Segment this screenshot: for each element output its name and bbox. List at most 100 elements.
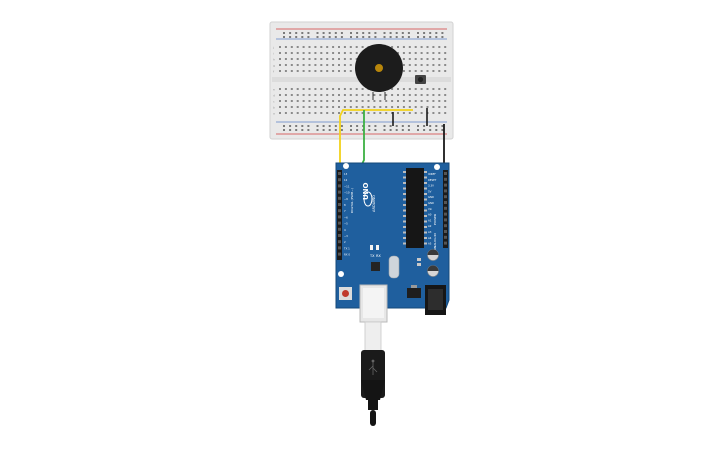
terminal-hole[interactable]: [444, 52, 447, 54]
rail-hole[interactable]: [435, 36, 438, 38]
terminal-hole[interactable]: [314, 52, 317, 54]
terminal-hole[interactable]: [402, 64, 405, 66]
rail-hole[interactable]: [283, 125, 285, 127]
power-analog-pin[interactable]: [444, 172, 447, 175]
terminal-hole[interactable]: [391, 100, 394, 102]
terminal-hole[interactable]: [279, 94, 281, 96]
terminal-hole[interactable]: [426, 58, 429, 60]
terminal-hole[interactable]: [408, 94, 411, 96]
terminal-hole[interactable]: [444, 88, 447, 90]
terminal-hole[interactable]: [391, 112, 394, 114]
terminal-hole[interactable]: [367, 100, 370, 102]
terminal-hole[interactable]: [296, 52, 299, 54]
rail-hole[interactable]: [407, 129, 410, 131]
rail-hole[interactable]: [401, 32, 404, 34]
terminal-hole[interactable]: [349, 94, 352, 96]
rail-hole[interactable]: [316, 32, 319, 34]
terminal-hole[interactable]: [279, 100, 281, 102]
rail-hole[interactable]: [283, 129, 285, 131]
terminal-hole[interactable]: [402, 106, 405, 108]
terminal-hole[interactable]: [367, 94, 370, 96]
terminal-hole[interactable]: [355, 100, 358, 102]
rail-hole[interactable]: [368, 125, 371, 127]
terminal-hole[interactable]: [349, 46, 352, 48]
terminal-hole[interactable]: [432, 70, 435, 72]
terminal-hole[interactable]: [296, 64, 299, 66]
terminal-hole[interactable]: [284, 58, 287, 60]
terminal-hole[interactable]: [320, 112, 323, 114]
terminal-hole[interactable]: [414, 64, 417, 66]
rail-hole[interactable]: [362, 32, 365, 34]
terminal-hole[interactable]: [332, 88, 335, 90]
terminal-hole[interactable]: [414, 52, 417, 54]
terminal-hole[interactable]: [444, 70, 447, 72]
terminal-hole[interactable]: [290, 112, 293, 114]
power-analog-pin[interactable]: [444, 230, 447, 233]
terminal-hole[interactable]: [355, 58, 358, 60]
power-analog-pin[interactable]: [444, 177, 447, 181]
terminal-hole[interactable]: [308, 94, 311, 96]
digital-pin[interactable]: [338, 227, 341, 231]
rail-hole[interactable]: [356, 36, 359, 38]
rail-hole[interactable]: [435, 129, 438, 131]
rail-hole[interactable]: [340, 129, 343, 131]
terminal-hole[interactable]: [391, 46, 394, 48]
terminal-hole[interactable]: [332, 94, 335, 96]
terminal-hole[interactable]: [343, 94, 346, 96]
terminal-hole[interactable]: [438, 46, 441, 48]
terminal-hole[interactable]: [349, 70, 352, 72]
terminal-hole[interactable]: [284, 64, 287, 66]
terminal-hole[interactable]: [320, 70, 323, 72]
terminal-hole[interactable]: [279, 58, 281, 60]
terminal-hole[interactable]: [349, 52, 352, 54]
terminal-hole[interactable]: [326, 52, 329, 54]
terminal-hole[interactable]: [397, 52, 399, 54]
terminal-hole[interactable]: [302, 106, 305, 108]
terminal-hole[interactable]: [444, 94, 447, 96]
terminal-hole[interactable]: [343, 106, 346, 108]
terminal-hole[interactable]: [308, 106, 311, 108]
terminal-hole[interactable]: [343, 112, 346, 114]
terminal-hole[interactable]: [379, 94, 382, 96]
terminal-hole[interactable]: [326, 70, 329, 72]
rail-hole[interactable]: [417, 36, 419, 38]
terminal-hole[interactable]: [444, 64, 447, 66]
terminal-hole[interactable]: [338, 112, 340, 114]
terminal-hole[interactable]: [426, 88, 429, 90]
terminal-hole[interactable]: [414, 70, 417, 72]
rail-hole[interactable]: [395, 129, 398, 131]
terminal-hole[interactable]: [308, 70, 311, 72]
terminal-hole[interactable]: [284, 100, 287, 102]
rail-hole[interactable]: [401, 129, 404, 131]
rail-hole[interactable]: [328, 36, 331, 38]
terminal-hole[interactable]: [438, 88, 441, 90]
rail-hole[interactable]: [429, 36, 432, 38]
rail-hole[interactable]: [374, 125, 377, 127]
rail-hole[interactable]: [429, 32, 432, 34]
rail-hole[interactable]: [340, 32, 343, 34]
terminal-hole[interactable]: [367, 112, 370, 114]
terminal-hole[interactable]: [338, 88, 340, 90]
terminal-hole[interactable]: [332, 64, 335, 66]
terminal-hole[interactable]: [402, 58, 405, 60]
rail-hole[interactable]: [316, 36, 319, 38]
terminal-hole[interactable]: [284, 52, 287, 54]
terminal-hole[interactable]: [320, 100, 323, 102]
terminal-hole[interactable]: [296, 106, 299, 108]
terminal-hole[interactable]: [338, 70, 340, 72]
terminal-hole[interactable]: [343, 58, 346, 60]
terminal-hole[interactable]: [397, 106, 399, 108]
terminal-hole[interactable]: [385, 112, 388, 114]
terminal-hole[interactable]: [284, 106, 287, 108]
terminal-hole[interactable]: [290, 58, 293, 60]
terminal-hole[interactable]: [432, 112, 435, 114]
rail-hole[interactable]: [368, 32, 371, 34]
terminal-hole[interactable]: [290, 94, 293, 96]
terminal-hole[interactable]: [314, 58, 317, 60]
rail-hole[interactable]: [401, 125, 404, 127]
terminal-hole[interactable]: [391, 94, 394, 96]
rail-hole[interactable]: [441, 129, 444, 131]
terminal-hole[interactable]: [296, 58, 299, 60]
terminal-hole[interactable]: [414, 88, 417, 90]
terminal-hole[interactable]: [308, 46, 311, 48]
